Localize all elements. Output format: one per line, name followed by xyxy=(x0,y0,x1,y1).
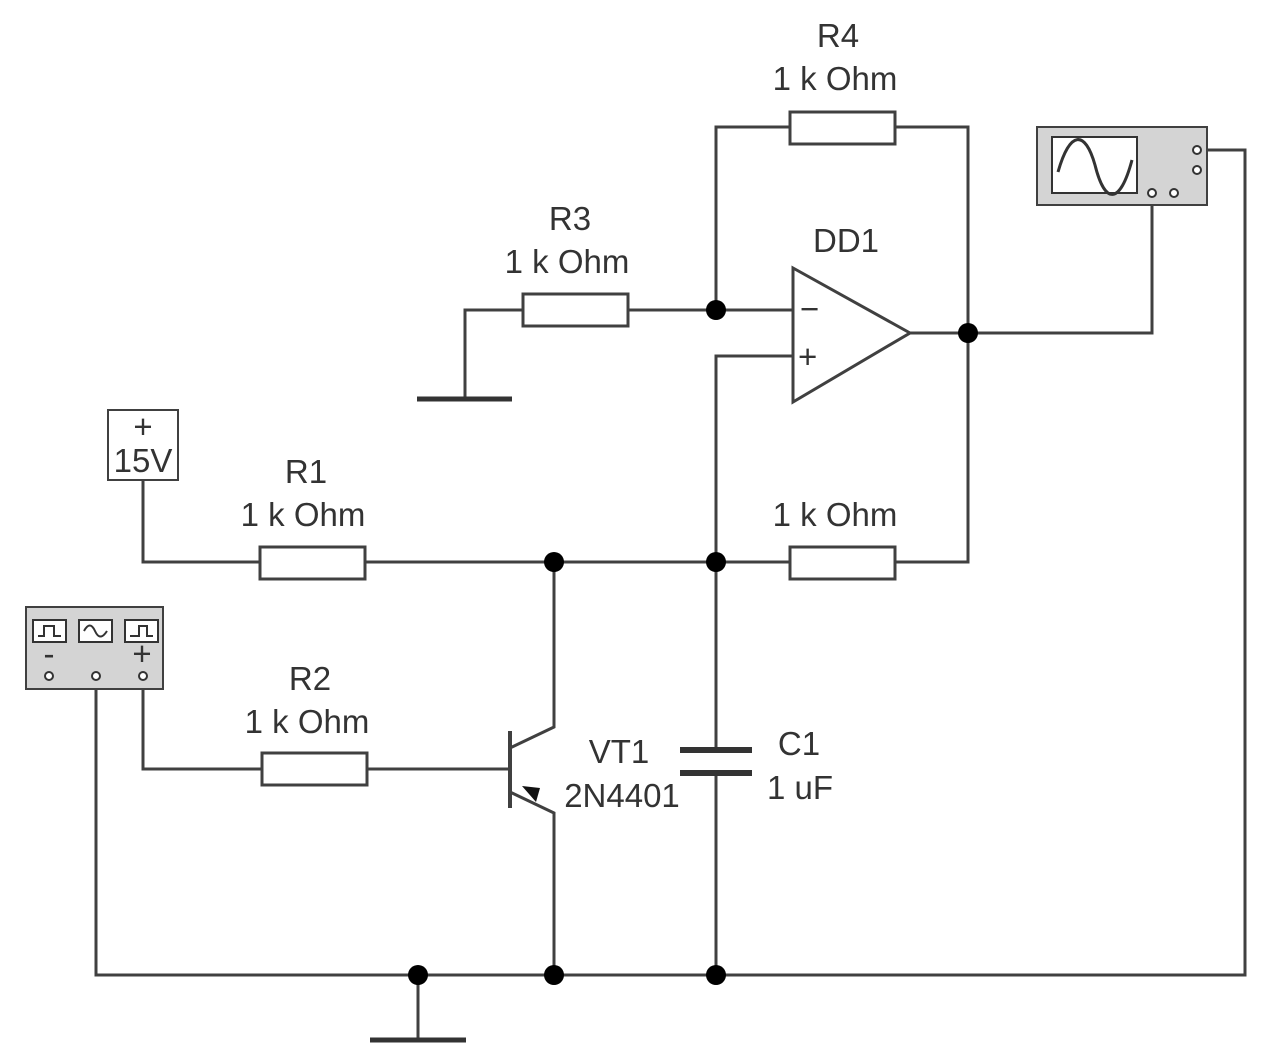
r1-value-label: 1 k Ohm xyxy=(241,496,366,533)
generator-terminal[interactable] xyxy=(91,671,101,681)
supply-value-label: 15V xyxy=(114,442,173,479)
wire-r4-feedback xyxy=(714,125,970,562)
pulse-wave-icon xyxy=(130,625,153,637)
resistor-r4 xyxy=(788,110,897,146)
r4-value-label: 1 k Ohm xyxy=(773,60,898,97)
wires xyxy=(94,125,1247,1042)
r4-ref-label: R4 xyxy=(817,17,859,54)
emitter-arrow xyxy=(522,786,540,802)
resistor-r2 xyxy=(260,751,369,787)
junction-dot xyxy=(408,965,428,985)
sine-wave-icon xyxy=(1056,138,1134,196)
wire-generator-r2 xyxy=(141,674,264,771)
transistor-vt1 xyxy=(508,731,540,808)
resistor-r1 xyxy=(258,545,367,581)
generator-terminal[interactable] xyxy=(138,671,148,681)
oscilloscope-terminal[interactable] xyxy=(1147,188,1157,198)
capacitor-value-label: 1 uF xyxy=(767,769,833,806)
junctions xyxy=(408,300,978,985)
junction-dot xyxy=(706,552,726,572)
wire-r3-ground xyxy=(463,308,525,401)
junction-dot xyxy=(706,965,726,985)
oscilloscope-terminal[interactable] xyxy=(1169,188,1179,198)
supply-15v: + 15V xyxy=(107,408,179,481)
sine-wave-icon xyxy=(83,624,108,638)
resistor-r3 xyxy=(521,292,630,328)
r1-ref-label: R1 xyxy=(285,453,327,490)
supply-plus-sign: + xyxy=(133,408,152,445)
transistor-ref-label: VT1 xyxy=(589,733,650,770)
oscilloscope-terminal[interactable] xyxy=(1192,145,1202,155)
opamp-ref-label: DD1 xyxy=(813,222,879,259)
r2-ref-label: R2 xyxy=(289,660,331,697)
capacitor-ref-label: C1 xyxy=(778,725,820,762)
opamp-dd1: − + xyxy=(791,265,914,405)
oscilloscope-terminal[interactable] xyxy=(1192,165,1202,175)
transistor-model-label: 2N4401 xyxy=(564,777,680,814)
r5-value-label: 1 k Ohm xyxy=(773,496,898,533)
wire-output-scope xyxy=(908,195,1154,335)
function-generator[interactable]: - + xyxy=(25,606,164,690)
wire-noninverting-input xyxy=(714,354,795,752)
r3-ref-label: R3 xyxy=(549,200,591,237)
square-wave-icon xyxy=(38,625,61,637)
generator-plus-label: + xyxy=(132,635,151,672)
r3-value-label: 1 k Ohm xyxy=(505,243,630,280)
junction-dot xyxy=(706,300,726,320)
junction-dot xyxy=(958,323,978,343)
wire-supply-r1 xyxy=(141,478,262,564)
r2-value-label: 1 k Ohm xyxy=(245,703,370,740)
opamp-minus-sign: − xyxy=(800,290,819,327)
capacitor-c1 xyxy=(680,747,752,776)
junction-dot xyxy=(544,552,564,572)
wire-emitter xyxy=(508,790,556,977)
resistor-r5 xyxy=(788,545,897,581)
junction-dot xyxy=(544,965,564,985)
wire-collector xyxy=(508,560,556,750)
oscilloscope[interactable] xyxy=(1036,126,1208,206)
generator-terminal[interactable] xyxy=(44,671,54,681)
generator-minus-label: - xyxy=(44,635,55,672)
wire-scope-return xyxy=(94,148,1247,977)
opamp-plus-sign: + xyxy=(798,338,817,375)
